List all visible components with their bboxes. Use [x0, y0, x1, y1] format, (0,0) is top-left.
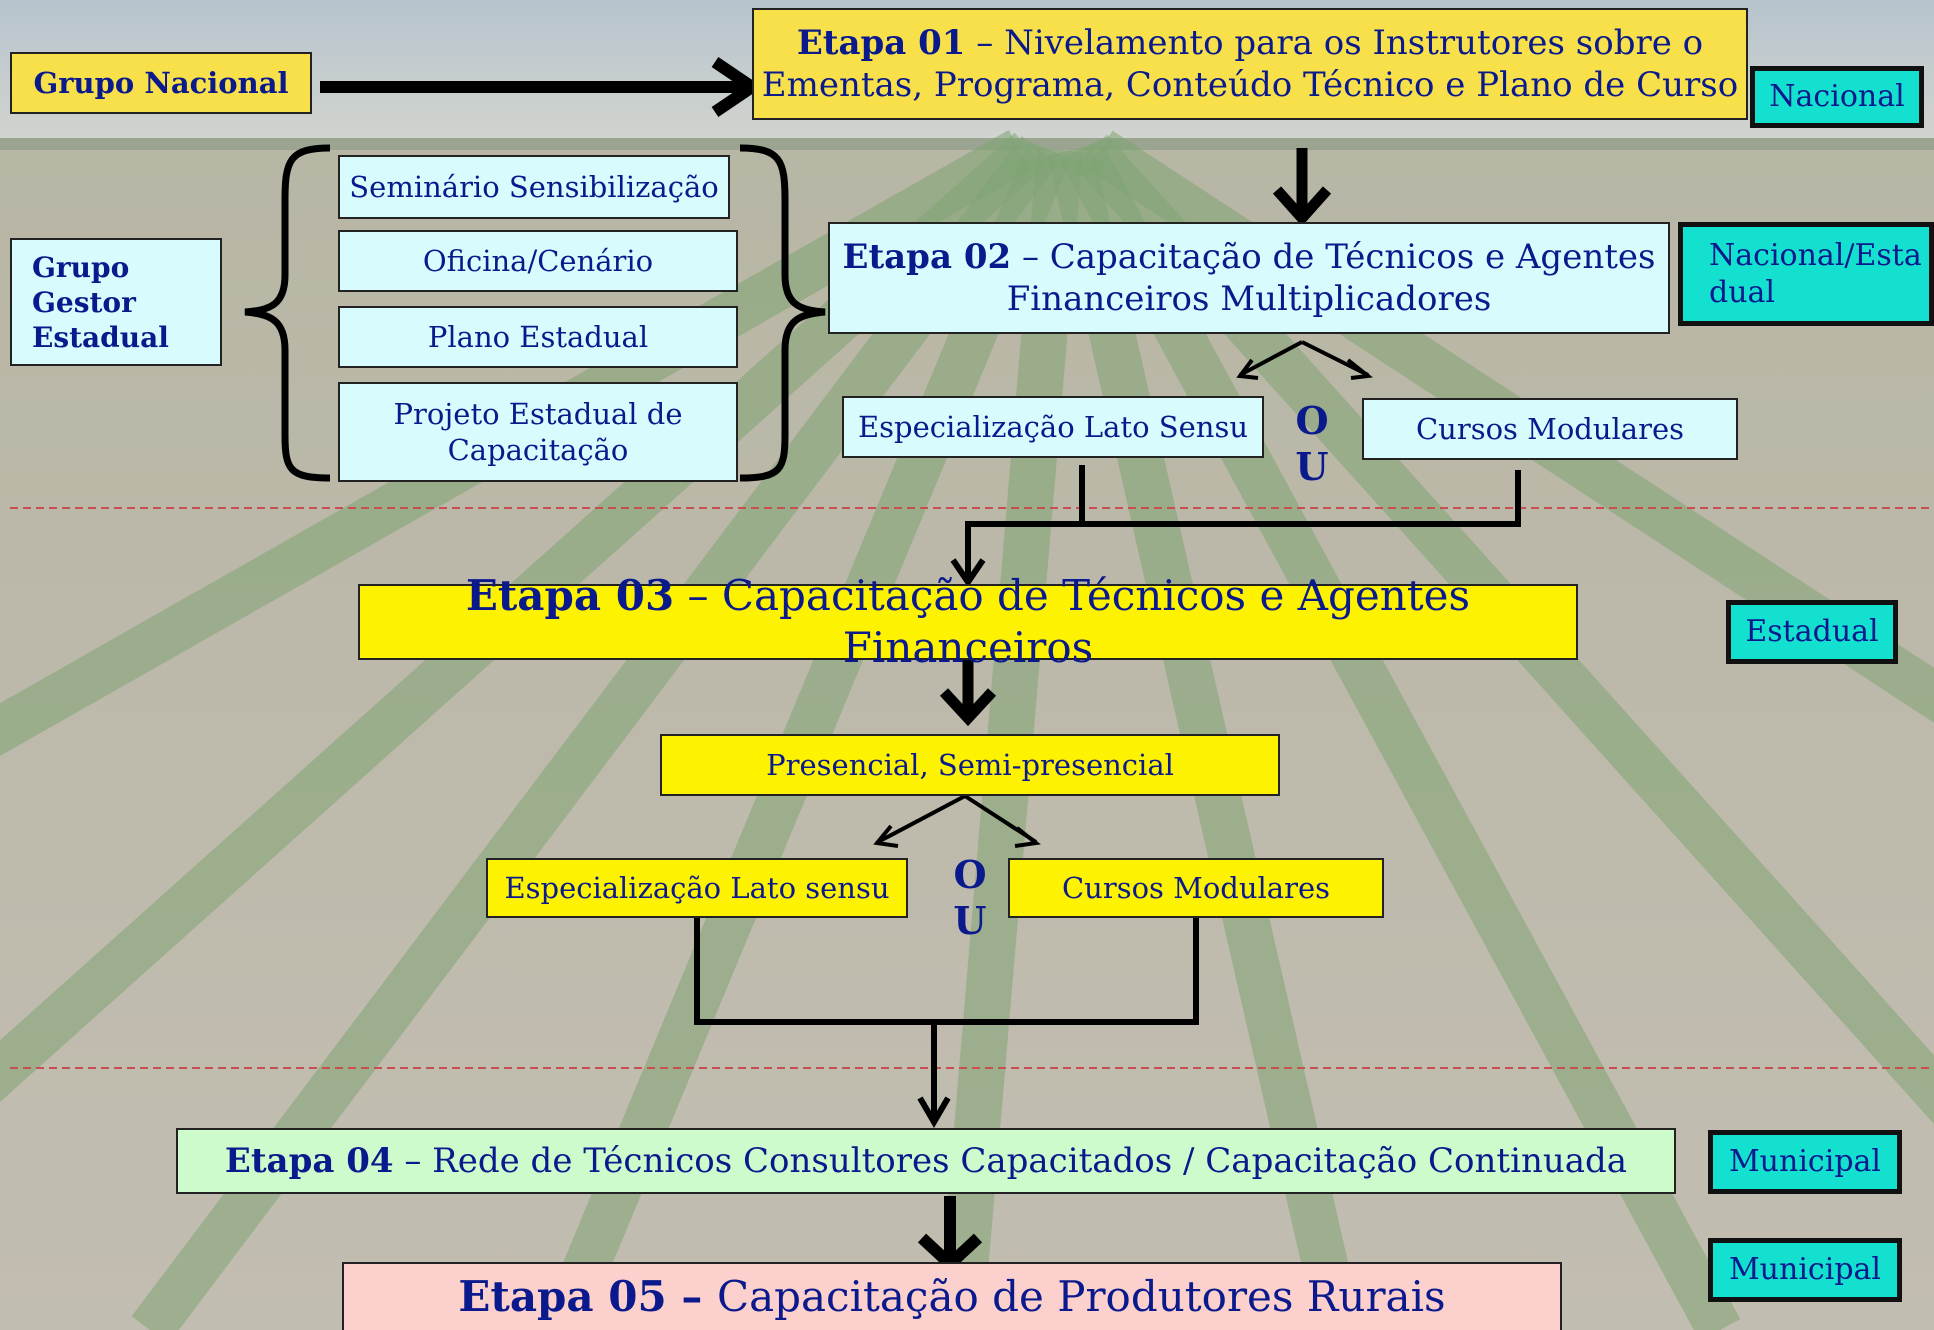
- option-especializacao-03: Especialização Lato sensu: [486, 858, 908, 918]
- option-especializacao-02: Especialização Lato Sensu: [842, 396, 1264, 458]
- etapa01-line1: Etapa 01 – Nivelamento para os Instrutor…: [797, 22, 1703, 65]
- scope-badge-label: Municipal: [1728, 1144, 1882, 1180]
- or-letter: O: [953, 852, 987, 897]
- etapa03-box: Etapa 03 – Capacitação de Técnicos e Age…: [358, 571, 1578, 672]
- gestor-item-label: Plano Estadual: [427, 319, 649, 354]
- etapa01-label: Etapa 01: [796, 22, 966, 63]
- option-cursos-03: Cursos Modulares: [1008, 858, 1384, 918]
- grupo-gestor-box: Grupo Gestor Estadual: [10, 238, 222, 366]
- grupo-nacional-label: Grupo Nacional: [33, 65, 289, 100]
- etapa02-box: Etapa 02 – Capacitação de Técnicos e Age…: [828, 222, 1670, 334]
- grupo-gestor-line: Estadual: [32, 320, 169, 354]
- option-label: Cursos Modulares: [1061, 870, 1331, 905]
- or-letter: U: [953, 898, 987, 943]
- etapa02-label: Etapa 02: [842, 236, 1012, 277]
- etapa01-line2: Ementas, Programa, Conteúdo Técnico e Pl…: [761, 65, 1739, 105]
- scope-badge-label: Nacional: [1769, 79, 1905, 115]
- etapa02-text1: – Capacitação de Técnicos e Agentes: [1011, 236, 1656, 277]
- or-label-03: O U: [950, 852, 990, 944]
- scope-badge-label: Estadual: [1745, 614, 1879, 650]
- etapa01-text1: – Nivelamento para os Instrutores sobre …: [965, 22, 1704, 63]
- option-label: Especialização Lato sensu: [504, 870, 890, 905]
- scope-badge-label: Nacional/Esta: [1709, 237, 1922, 273]
- gestor-item-projeto: Projeto Estadual de Capacitação: [338, 382, 738, 482]
- etapa01-box: Etapa 01 – Nivelamento para os Instrutor…: [752, 8, 1748, 120]
- scope-badge-nacional-estadual: Nacional/Esta dual: [1678, 222, 1934, 326]
- etapa04-box: Etapa 04 – Rede de Técnicos Consultores …: [176, 1128, 1676, 1194]
- etapa02-line2: Financeiros Multiplicadores: [1006, 279, 1492, 319]
- etapa05-line: Etapa 05 – Capacitação de Produtores Rur…: [458, 1271, 1445, 1324]
- etapa04-label: Etapa 04: [224, 1140, 394, 1181]
- etapa03-text: – Capacitação de Técnicos e Agentes Fina…: [674, 570, 1471, 673]
- or-letter: U: [1295, 444, 1329, 489]
- scope-badge-municipal-05: Municipal: [1708, 1238, 1902, 1302]
- mode-presencial-box: Presencial, Semi-presencial: [660, 734, 1280, 796]
- or-label-02: O U: [1292, 398, 1332, 490]
- gestor-item-plano: Plano Estadual: [338, 306, 738, 368]
- etapa05-text: Capacitação de Produtores Rurais: [716, 1271, 1446, 1321]
- scope-badge-estadual: Estadual: [1726, 600, 1898, 664]
- scope-badge-label: dual: [1709, 275, 1776, 310]
- scope-badge-municipal-04: Municipal: [1708, 1130, 1902, 1194]
- grupo-nacional-box: Grupo Nacional: [10, 52, 312, 114]
- option-cursos-02: Cursos Modulares: [1362, 398, 1738, 460]
- gestor-item-seminario: Seminário Sensibilização: [338, 155, 730, 219]
- option-label: Cursos Modulares: [1415, 411, 1685, 446]
- or-letter: O: [1295, 398, 1329, 443]
- grupo-gestor-line: Gestor: [32, 285, 136, 319]
- etapa03-line: Etapa 03 – Capacitação de Técnicos e Age…: [360, 570, 1576, 675]
- etapa05-label: Etapa 05: [458, 1271, 667, 1321]
- gestor-item-oficina: Oficina/Cenário: [338, 230, 738, 292]
- mode-label: Presencial, Semi-presencial: [766, 747, 1174, 782]
- gestor-item-label: Capacitação: [447, 433, 629, 467]
- etapa04-line: Etapa 04 – Rede de Técnicos Consultores …: [225, 1140, 1627, 1183]
- etapa05-box: Etapa 05 – Capacitação de Produtores Rur…: [342, 1262, 1562, 1330]
- scope-badge-nacional: Nacional: [1750, 66, 1924, 128]
- gestor-item-label: Projeto Estadual de: [393, 396, 683, 431]
- grupo-gestor-line: Grupo: [32, 250, 130, 284]
- scope-badge-label: Municipal: [1728, 1252, 1882, 1288]
- option-label: Especialização Lato Sensu: [857, 409, 1249, 444]
- etapa03-label: Etapa 03: [465, 570, 675, 620]
- gestor-item-label: Oficina/Cenário: [422, 243, 654, 278]
- etapa02-line1: Etapa 02 – Capacitação de Técnicos e Age…: [843, 236, 1656, 279]
- etapa04-text: – Rede de Técnicos Consultores Capacitad…: [393, 1140, 1628, 1181]
- gestor-item-label: Seminário Sensibilização: [349, 169, 719, 204]
- etapa05-dash: –: [666, 1271, 717, 1321]
